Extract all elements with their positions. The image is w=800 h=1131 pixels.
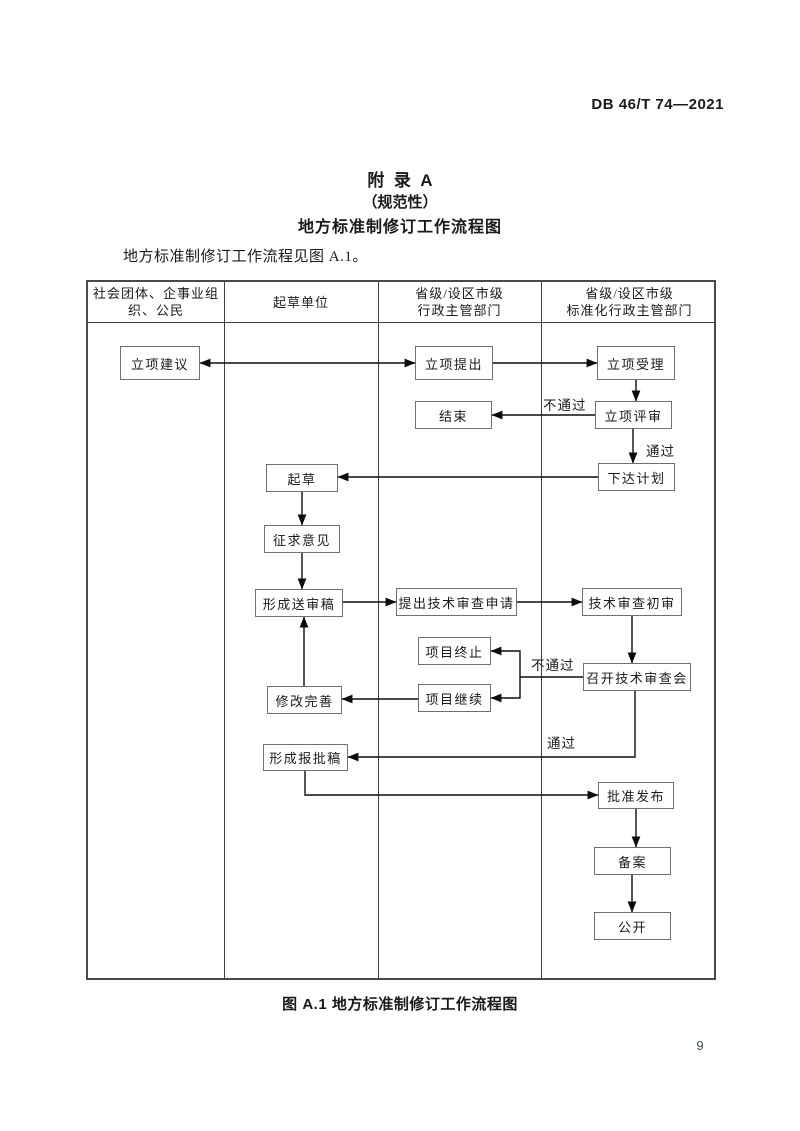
node-hold-tech-review-meeting: 召开技术审查会 (583, 663, 691, 691)
lane-header-standardization-dept: 省级/设区市级 标准化行政主管部门 (541, 282, 718, 322)
doc-code: DB 46/T 74—2021 (591, 96, 724, 113)
lane-header-line: 社会团体、企事业组 (92, 286, 219, 301)
column-divider-3 (541, 282, 542, 978)
node-drafting: 起草 (266, 464, 338, 492)
node-project-termination: 项目终止 (418, 637, 491, 665)
flowchart-connectors (199, 358, 641, 913)
edge-label-not-passed-1: 不通过 (543, 398, 587, 413)
lane-header-line: 起草单位 (272, 294, 329, 310)
node-form-approval-draft: 形成报批稿 (263, 744, 348, 771)
lane-header-line: 织、公民 (127, 303, 184, 318)
appendix-heading: 地方标准制修订工作流程图 (297, 219, 502, 236)
arrow-approvaldraft-publish (304, 771, 599, 800)
edge-label-passed-2: 通过 (547, 736, 576, 751)
lane-header-line: 省级/设区市级 (415, 286, 504, 301)
lane-header-line: 省级/设区市级 (585, 286, 674, 301)
lane-header-drafting-unit: 起草单位 (224, 282, 378, 322)
column-divider-2 (378, 282, 379, 978)
lane-header-admin-dept: 省级/设区市级 行政主管部门 (378, 282, 541, 322)
node-filing: 备案 (594, 847, 671, 875)
arrow-meeting-approvaldraft (347, 691, 636, 762)
appendix-normative-label: （规范性） (362, 194, 438, 211)
node-form-review-draft: 形成送审稿 (255, 589, 343, 617)
node-publicize: 公开 (594, 912, 671, 940)
node-project-continue: 项目继续 (418, 684, 491, 712)
lane-header-line: 行政主管部门 (417, 303, 502, 318)
node-proposal-suggestion: 立项建议 (120, 346, 200, 380)
node-issue-plan: 下达计划 (598, 463, 675, 491)
flowchart: 社会团体、企事业组 织、公民 起草单位 省级/设区市级 行政主管部门 省级/设区… (86, 280, 716, 980)
edge-label-passed-1: 通过 (646, 444, 675, 459)
page-number: 9 (696, 1038, 704, 1053)
node-revise-improve: 修改完善 (267, 686, 342, 714)
arrow-meeting-continue (490, 677, 521, 703)
header-row-divider (88, 322, 714, 323)
node-solicit-opinions: 征求意见 (264, 525, 340, 553)
lane-header-public: 社会团体、企事业组 织、公民 (88, 282, 224, 322)
lane-header-line: 标准化行政主管部门 (566, 303, 693, 318)
intro-text: 地方标准制修订工作流程见图 A.1。 (123, 249, 368, 265)
node-proposal-review: 立项评审 (595, 401, 672, 429)
node-proposal-acceptance: 立项受理 (597, 346, 675, 380)
node-end: 结束 (415, 401, 492, 429)
appendix-title: 附 录 A (367, 171, 433, 190)
edge-label-not-passed-2: 不通过 (531, 658, 575, 673)
node-tech-review-preliminary: 技术审查初审 (582, 588, 682, 616)
node-proposal-submission: 立项提出 (415, 346, 493, 380)
column-divider-1 (224, 282, 225, 978)
node-submit-tech-review-request: 提出技术审查申请 (396, 588, 517, 616)
node-approve-publish: 批准发布 (598, 782, 674, 809)
figure-caption: 图 A.1 地方标准制修订工作流程图 (282, 996, 518, 1013)
